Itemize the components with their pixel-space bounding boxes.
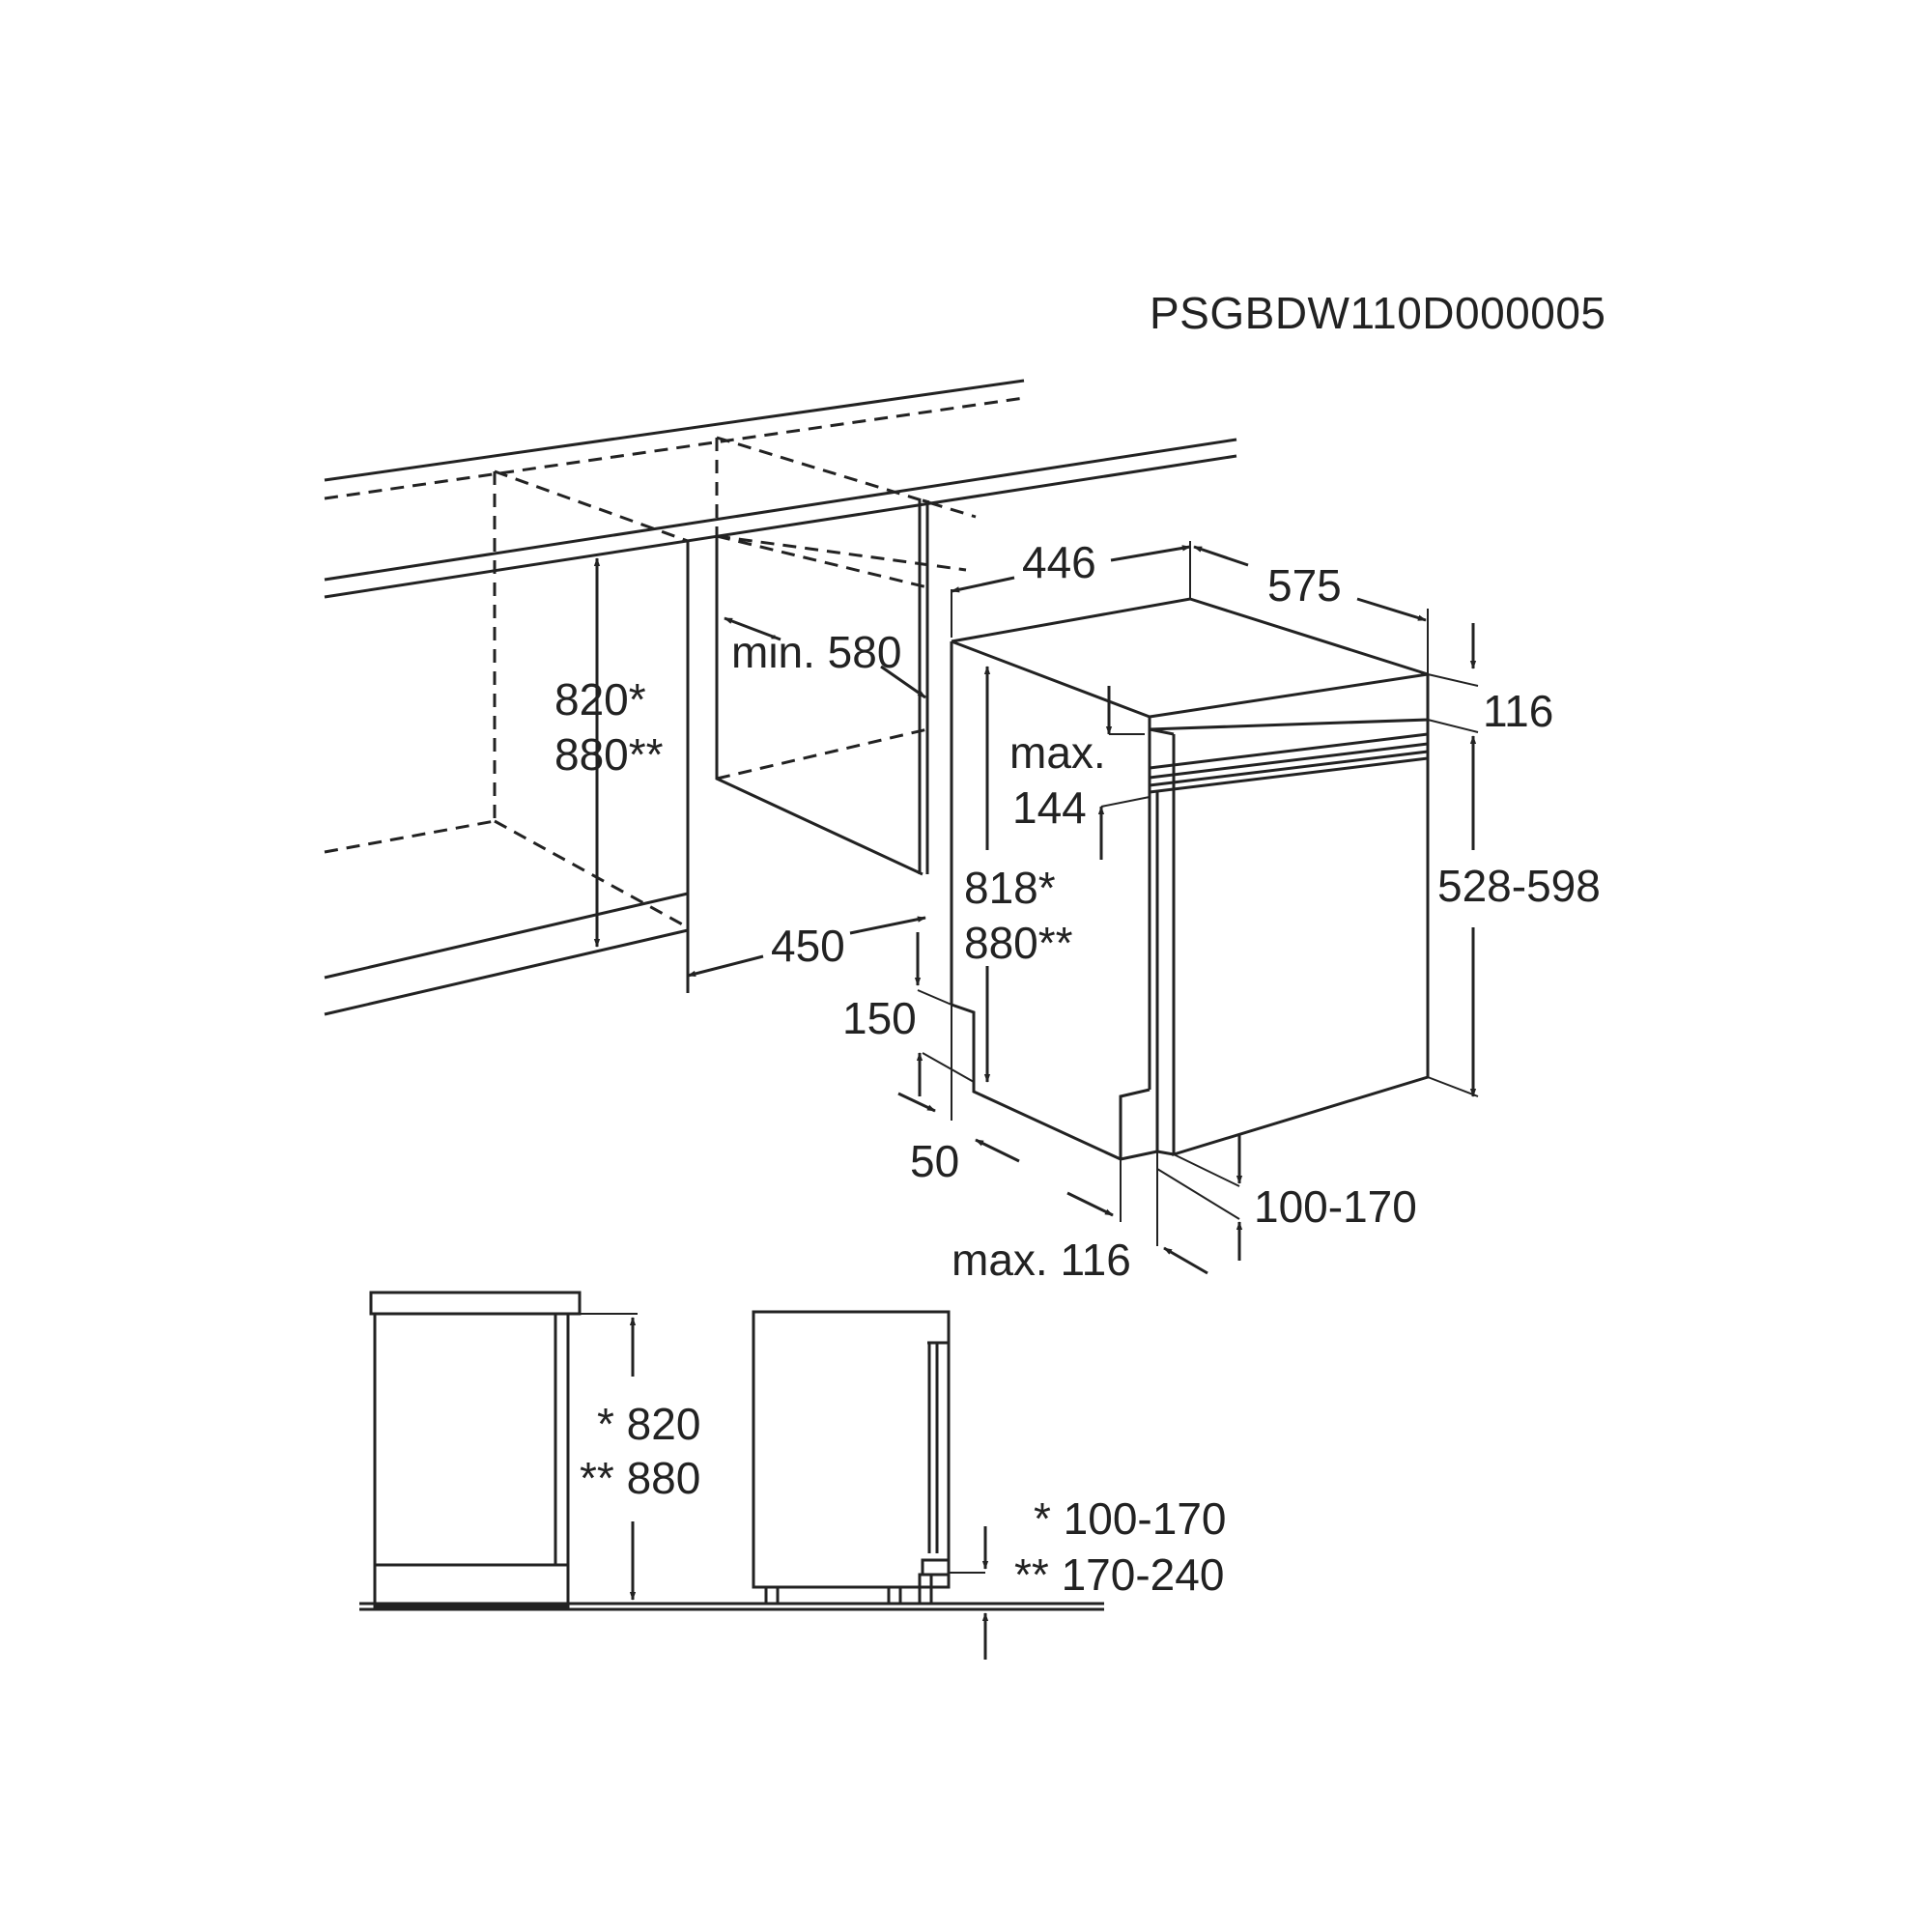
label-panel-gap-1: max.: [1009, 727, 1106, 778]
label-panel-gap-2: 144: [1012, 782, 1087, 833]
label-appliance-width: 446: [1022, 537, 1096, 587]
label-door-panel-height: 528-598: [1437, 861, 1601, 911]
label-worktop-height-1: * 820: [597, 1399, 700, 1449]
label-appliance-depth: 575: [1267, 560, 1342, 611]
cabinet-side-panels: [686, 498, 930, 993]
side-view-worktop: * 820 ** 880: [359, 1291, 1104, 1611]
drawing-code: PSGBDW110D000005: [1150, 288, 1606, 338]
label-appliance-height-1: 818*: [964, 863, 1056, 913]
label-plinth-range-1: * 100-170: [1034, 1493, 1227, 1544]
label-appliance-height-2: 880**: [964, 918, 1073, 968]
label-top-offset: 116: [1483, 686, 1553, 736]
main-view-labels: 820* 880** min. 580 450 446 575 116 max.…: [554, 537, 1601, 1285]
label-plinth-depth: max. 116: [952, 1235, 1131, 1285]
dishwasher-body: [950, 597, 1430, 1161]
label-worktop-height-2: ** 880: [580, 1453, 700, 1503]
label-plinth-height: 100-170: [1254, 1181, 1417, 1232]
side-view-appliance: * 100-170 ** 170-240: [752, 1310, 1227, 1660]
label-foot-inset: 50: [910, 1136, 959, 1186]
label-niche-width: 450: [771, 921, 845, 971]
label-plinth-range-2: ** 170-240: [1014, 1549, 1224, 1600]
label-side-inset: 150: [842, 993, 917, 1043]
worktop-outline: [324, 379, 1237, 1016]
label-niche-depth: min. 580: [731, 627, 901, 677]
label-niche-height-1: 820*: [554, 674, 646, 724]
label-niche-height-2: 880**: [554, 729, 664, 780]
niche-outline: [324, 436, 977, 929]
dimension-lines: [593, 541, 1479, 1275]
